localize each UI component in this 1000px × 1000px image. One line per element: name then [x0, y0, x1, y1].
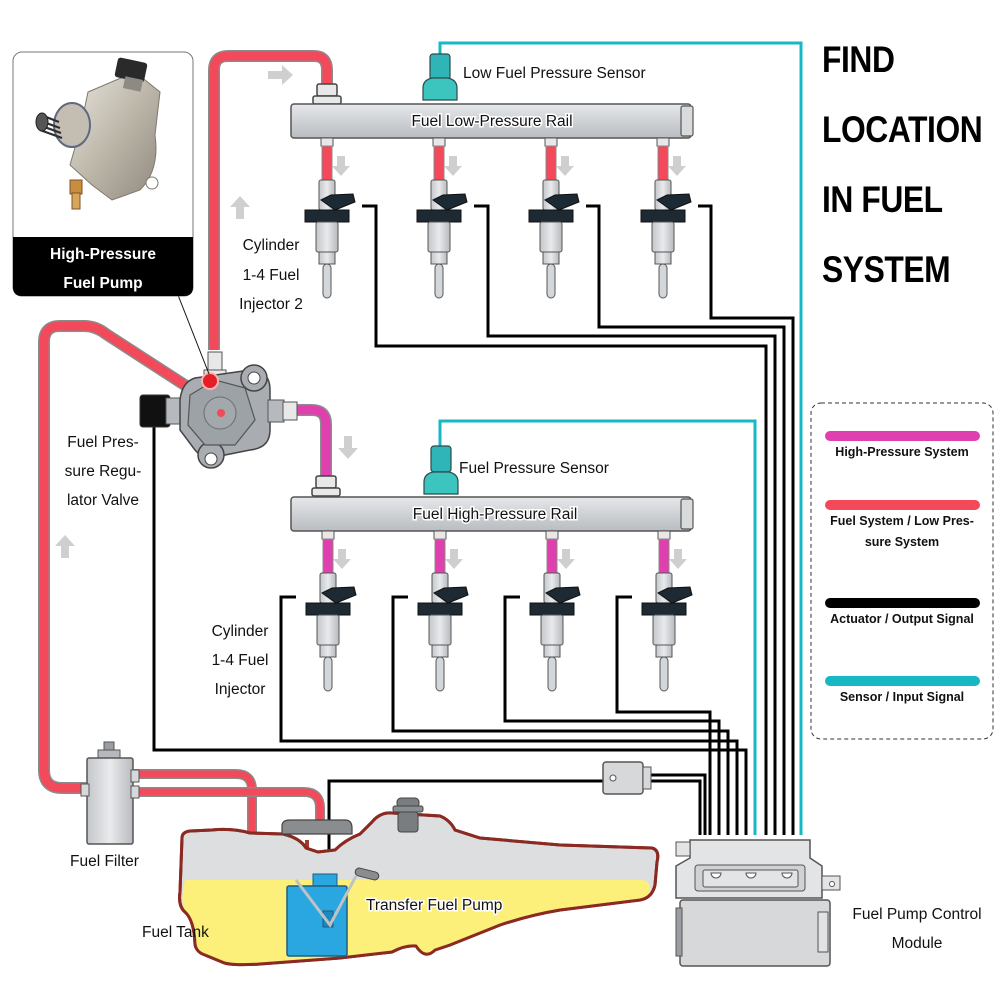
arrow-down-icon — [333, 549, 351, 569]
regulator-label-line: lator Valve — [67, 492, 139, 509]
low-pressure-rail-label: Fuel Low-Pressure Rail — [411, 113, 572, 130]
upper-injector-4-wire — [698, 204, 795, 835]
sensor-wires — [438, 41, 803, 835]
arrow-down-icon — [332, 156, 350, 176]
low-pressure-sensor-wire — [438, 41, 803, 835]
legend-swatch — [825, 676, 980, 686]
legend-label: Sensor / Input Signal — [840, 690, 964, 704]
high-pressure-pump-photo — [35, 57, 161, 210]
legend-label: High-Pressure System — [835, 445, 968, 459]
injector-2-label: Cylinder 1-4 Fuel Injector 2 — [239, 237, 303, 313]
injector-label-line: Cylinder — [212, 623, 269, 640]
arrow-down-icon — [668, 156, 686, 176]
tank-sensor-wire — [651, 773, 707, 835]
lower-injector-1-wire — [279, 595, 739, 835]
upper-injector-3-wire — [586, 204, 786, 835]
high-pressure-rail: Fuel High-Pressure Rail — [290, 475, 694, 532]
fuel-tank-label: Fuel Tank — [142, 924, 209, 941]
lower-injector-2-wire — [391, 595, 730, 835]
injector-label-line: 1-4 Fuel — [212, 652, 269, 669]
arrow-up-icon — [55, 535, 75, 558]
upper-injector-group — [304, 137, 692, 299]
regulator-valve-wire — [152, 424, 748, 835]
callout-label-line: High-Pressure — [50, 246, 156, 263]
arrow-down-icon — [338, 436, 358, 459]
lower-injector-group — [305, 530, 693, 692]
lower-injector-3-wire — [503, 595, 721, 835]
arrow-up-icon — [230, 196, 250, 219]
control-module-label-line: Fuel Pump Control — [852, 906, 981, 923]
arrow-down-icon — [445, 549, 463, 569]
actuator-wires — [152, 204, 795, 880]
fuel-injector — [529, 530, 581, 692]
callout-label-line: Fuel Pump — [63, 275, 142, 292]
arrow-down-icon — [444, 156, 462, 176]
upper-injector-2-wire — [474, 204, 777, 835]
fuel-filter — [80, 741, 140, 845]
regulator-label-line: Fuel Pres- — [67, 434, 139, 451]
transfer-pump-label: Transfer Fuel Pump — [366, 897, 502, 914]
fuel-filter-label: Fuel Filter — [70, 853, 139, 870]
title-line: LOCATION — [822, 110, 982, 151]
title-line: SYSTEM — [822, 250, 950, 291]
fuel-pressure-sensor-wire — [438, 419, 757, 835]
fuel-pump-control-module — [675, 839, 841, 967]
legend-item: Fuel System / Low Pres-sure System — [825, 500, 980, 549]
fuel-injector — [417, 530, 469, 692]
fuel-injector — [640, 137, 692, 299]
legend-item: Sensor / Input Signal — [825, 676, 980, 704]
fuel-pressure-sensor-label: Fuel Pressure Sensor — [459, 460, 609, 477]
arrow-right-icon — [268, 65, 293, 85]
arrow-down-icon — [557, 549, 575, 569]
injector-2-label-line: Cylinder — [243, 237, 300, 254]
high-pressure-pipe — [296, 404, 332, 478]
low-pressure-pipes — [38, 50, 333, 893]
upper-injector-1-wire — [362, 204, 768, 835]
legend-swatch — [825, 500, 980, 510]
high-pressure-pump-schematic — [139, 351, 298, 469]
title-line: IN FUEL — [822, 180, 943, 221]
regulator-valve-label: Fuel Pres- sure Regu- lator Valve — [65, 434, 142, 509]
fuel-injector — [416, 137, 468, 299]
low-pressure-sensor-label: Low Fuel Pressure Sensor — [463, 65, 646, 82]
low-pressure-sensor — [422, 53, 458, 101]
pump-location-marker — [201, 372, 219, 390]
injector-label-line: Injector — [215, 681, 266, 698]
legend-item: Actuator / Output Signal — [825, 598, 980, 626]
arrow-down-icon — [669, 549, 687, 569]
legend-label: Actuator / Output Signal — [830, 612, 974, 626]
legend-swatch — [825, 431, 980, 441]
fuel-pressure-sensor — [423, 445, 459, 495]
high-pressure-rail-label: Fuel High-Pressure Rail — [413, 506, 578, 523]
legend-label: Fuel System / Low Pres- — [830, 514, 974, 528]
page-title: FIND LOCATION IN FUEL SYSTEM — [822, 40, 983, 291]
legend-item: High-Pressure System — [825, 431, 980, 459]
low-pressure-rail: Fuel Low-Pressure Rail — [290, 83, 694, 139]
regulator-label-line: sure Regu- — [65, 463, 142, 480]
title-line: FIND — [822, 40, 895, 81]
legend-swatch — [825, 598, 980, 608]
lower-injector-4-wire — [615, 595, 712, 835]
fuel-injector — [304, 137, 356, 299]
callout-leader-line — [177, 294, 210, 375]
fuel-injector — [641, 530, 693, 692]
injector-label: Cylinder 1-4 Fuel Injector — [212, 623, 269, 698]
high-pressure-pump-callout: High-Pressure Fuel Pump — [12, 51, 194, 297]
fuel-injector — [305, 530, 357, 692]
arrow-down-icon — [556, 156, 574, 176]
transfer-fuel-pump — [286, 867, 380, 957]
flow-arrows — [55, 65, 358, 558]
control-module-label-line: Module — [892, 935, 943, 952]
callout-label-background — [13, 237, 193, 296]
filter-supply-pipe — [134, 787, 325, 822]
injector-2-label-line: 1-4 Fuel — [243, 267, 300, 284]
injector-2-label-line: Injector 2 — [239, 296, 303, 313]
legend-label: sure System — [865, 535, 939, 549]
fuel-injector — [528, 137, 580, 299]
tank-pressure-sensor — [602, 761, 652, 795]
